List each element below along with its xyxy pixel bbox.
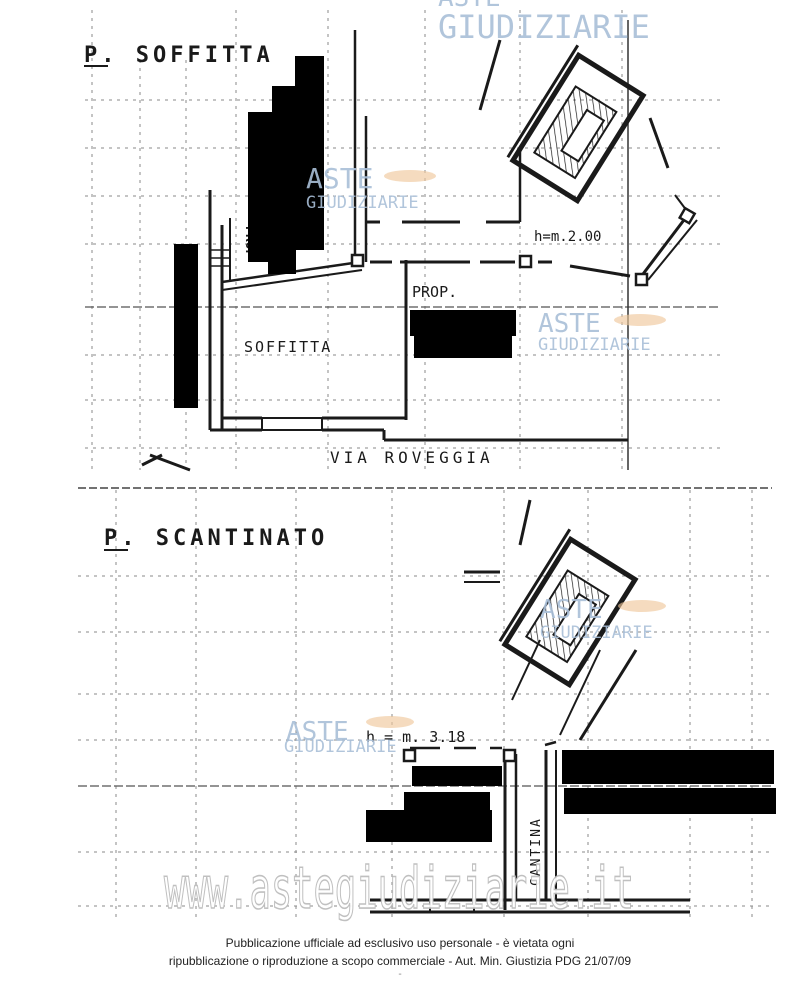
notice-line-2: ripubblicazione o riproduzione a scopo c… <box>168 954 632 968</box>
pillars-top <box>350 206 697 287</box>
watermark-aste-mid-right: ASTE GIUDIZIARIE <box>538 309 666 355</box>
redactions-top <box>174 56 516 408</box>
title-scantinato: P. SCANTINATO <box>104 526 328 551</box>
stair-wall-top-2 <box>648 117 670 169</box>
watermark-gavel-icon <box>366 716 414 728</box>
notice-line-1: Pubblicazione ufficiale ad esclusivo uso… <box>225 936 575 950</box>
svg-text:GIUDIZIARIE: GIUDIZIARIE <box>540 623 653 643</box>
svg-text:GIUDIZIARIE: GIUDIZIARIE <box>438 8 650 46</box>
svg-text:GIUDIZIARIE: GIUDIZIARIE <box>284 737 397 757</box>
watermarks: ASTE GIUDIZIARIE ASTE GIUDIZIARIE ASTE G… <box>163 0 666 923</box>
publication-notice: Pubblicazione ufficiale ad esclusivo uso… <box>0 934 800 980</box>
stairwell-bottom <box>498 528 639 689</box>
svg-text:ASTE: ASTE <box>286 717 349 747</box>
floor-plan-drawing: P. SOFFITTA <box>78 0 776 923</box>
watermark-aste-mid-left: ASTE GIUDIZIARIE <box>306 162 436 213</box>
watermark-aste-lower-left: ASTE GIUDIZIARIE <box>284 716 414 757</box>
height-label-bottom: h = m. 3.18 <box>366 728 465 746</box>
svg-text:GIUDIZIARIE: GIUDIZIARIE <box>538 335 651 355</box>
redactions-bottom <box>366 750 776 842</box>
street-label: VIA ROVEGGIA <box>330 448 494 467</box>
height-label-top: h=m.2.00 <box>534 229 601 245</box>
watermark-website: www.astegiudiziarie.it <box>164 854 634 922</box>
walls-top <box>141 30 698 472</box>
watermark-gavel-icon <box>618 600 666 612</box>
title-soffitta: P. SOFFITTA <box>84 43 274 68</box>
svg-text:ASTE: ASTE <box>540 595 603 625</box>
plan-soffitta: P. SOFFITTA <box>84 10 720 472</box>
stair-wall-top-1 <box>478 39 502 111</box>
svg-text:ASTE: ASTE <box>538 309 601 339</box>
stairwell-top <box>506 44 647 205</box>
walls-bottom <box>370 499 690 914</box>
grid-bottom <box>78 490 772 920</box>
svg-text:ASTE: ASTE <box>306 162 373 195</box>
watermark-aste-lower-right: ASTE GIUDIZIARIE <box>540 595 666 643</box>
svg-text:ASTE: ASTE <box>438 0 501 13</box>
pillars-bottom <box>402 748 517 763</box>
notice-mark: - <box>398 969 402 980</box>
room-label-soffitta: SOFFITTA <box>244 338 332 356</box>
watermark-aste-top: ASTE GIUDIZIARIE <box>438 0 650 46</box>
watermark-gavel-icon <box>384 170 436 182</box>
watermark-gavel-icon <box>614 314 666 326</box>
room-label-cantina: CANTINA <box>529 817 544 886</box>
plan-scantinato: P. SCANTINATO <box>78 487 776 920</box>
prop-label: PROP. <box>412 283 457 301</box>
svg-text:GIUDIZIARIE: GIUDIZIARIE <box>306 193 419 213</box>
